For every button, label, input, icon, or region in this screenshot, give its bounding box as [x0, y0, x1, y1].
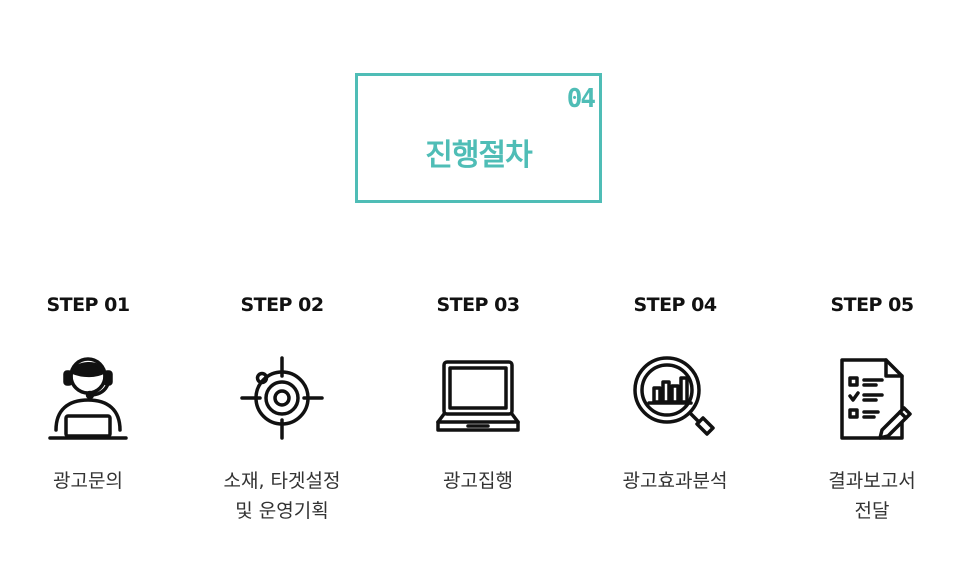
step-1: STEP 01 광고문의: [0, 290, 183, 496]
step-description: 소재, 타겟설정 및 운영기획: [223, 470, 341, 522]
target-icon: [240, 356, 324, 440]
magnifier-chart-icon: [633, 356, 715, 436]
headset-operator-icon: [48, 357, 128, 440]
step-label: STEP 03: [436, 294, 520, 316]
step-label: STEP 05: [830, 294, 914, 316]
step-label: STEP 04: [633, 294, 717, 316]
step-5: STEP 05 결과보고서 전달: [777, 290, 960, 526]
step-description: 결과보고서 전달: [828, 470, 916, 522]
report-checklist-icon: [840, 358, 912, 440]
step-4: STEP 04 광고효과분석: [580, 290, 770, 496]
step-label: STEP 01: [46, 294, 130, 316]
step-description: 광고문의: [53, 470, 123, 492]
section-number: 04: [566, 84, 596, 114]
process-steps: STEP 01 광고문의 STEP 02 소재: [0, 290, 960, 550]
section-title: 진행절차: [425, 138, 532, 173]
laptop-icon: [436, 360, 520, 432]
step-3: STEP 03 광고집행: [383, 290, 573, 496]
step-2: STEP 02 소재, 타겟설정 및 운영기획: [187, 290, 377, 526]
step-label: STEP 02: [240, 294, 324, 316]
section-title-box: 04 진행절차: [355, 73, 602, 203]
step-description: 광고효과분석: [622, 470, 728, 492]
step-description: 광고집행: [443, 470, 513, 492]
